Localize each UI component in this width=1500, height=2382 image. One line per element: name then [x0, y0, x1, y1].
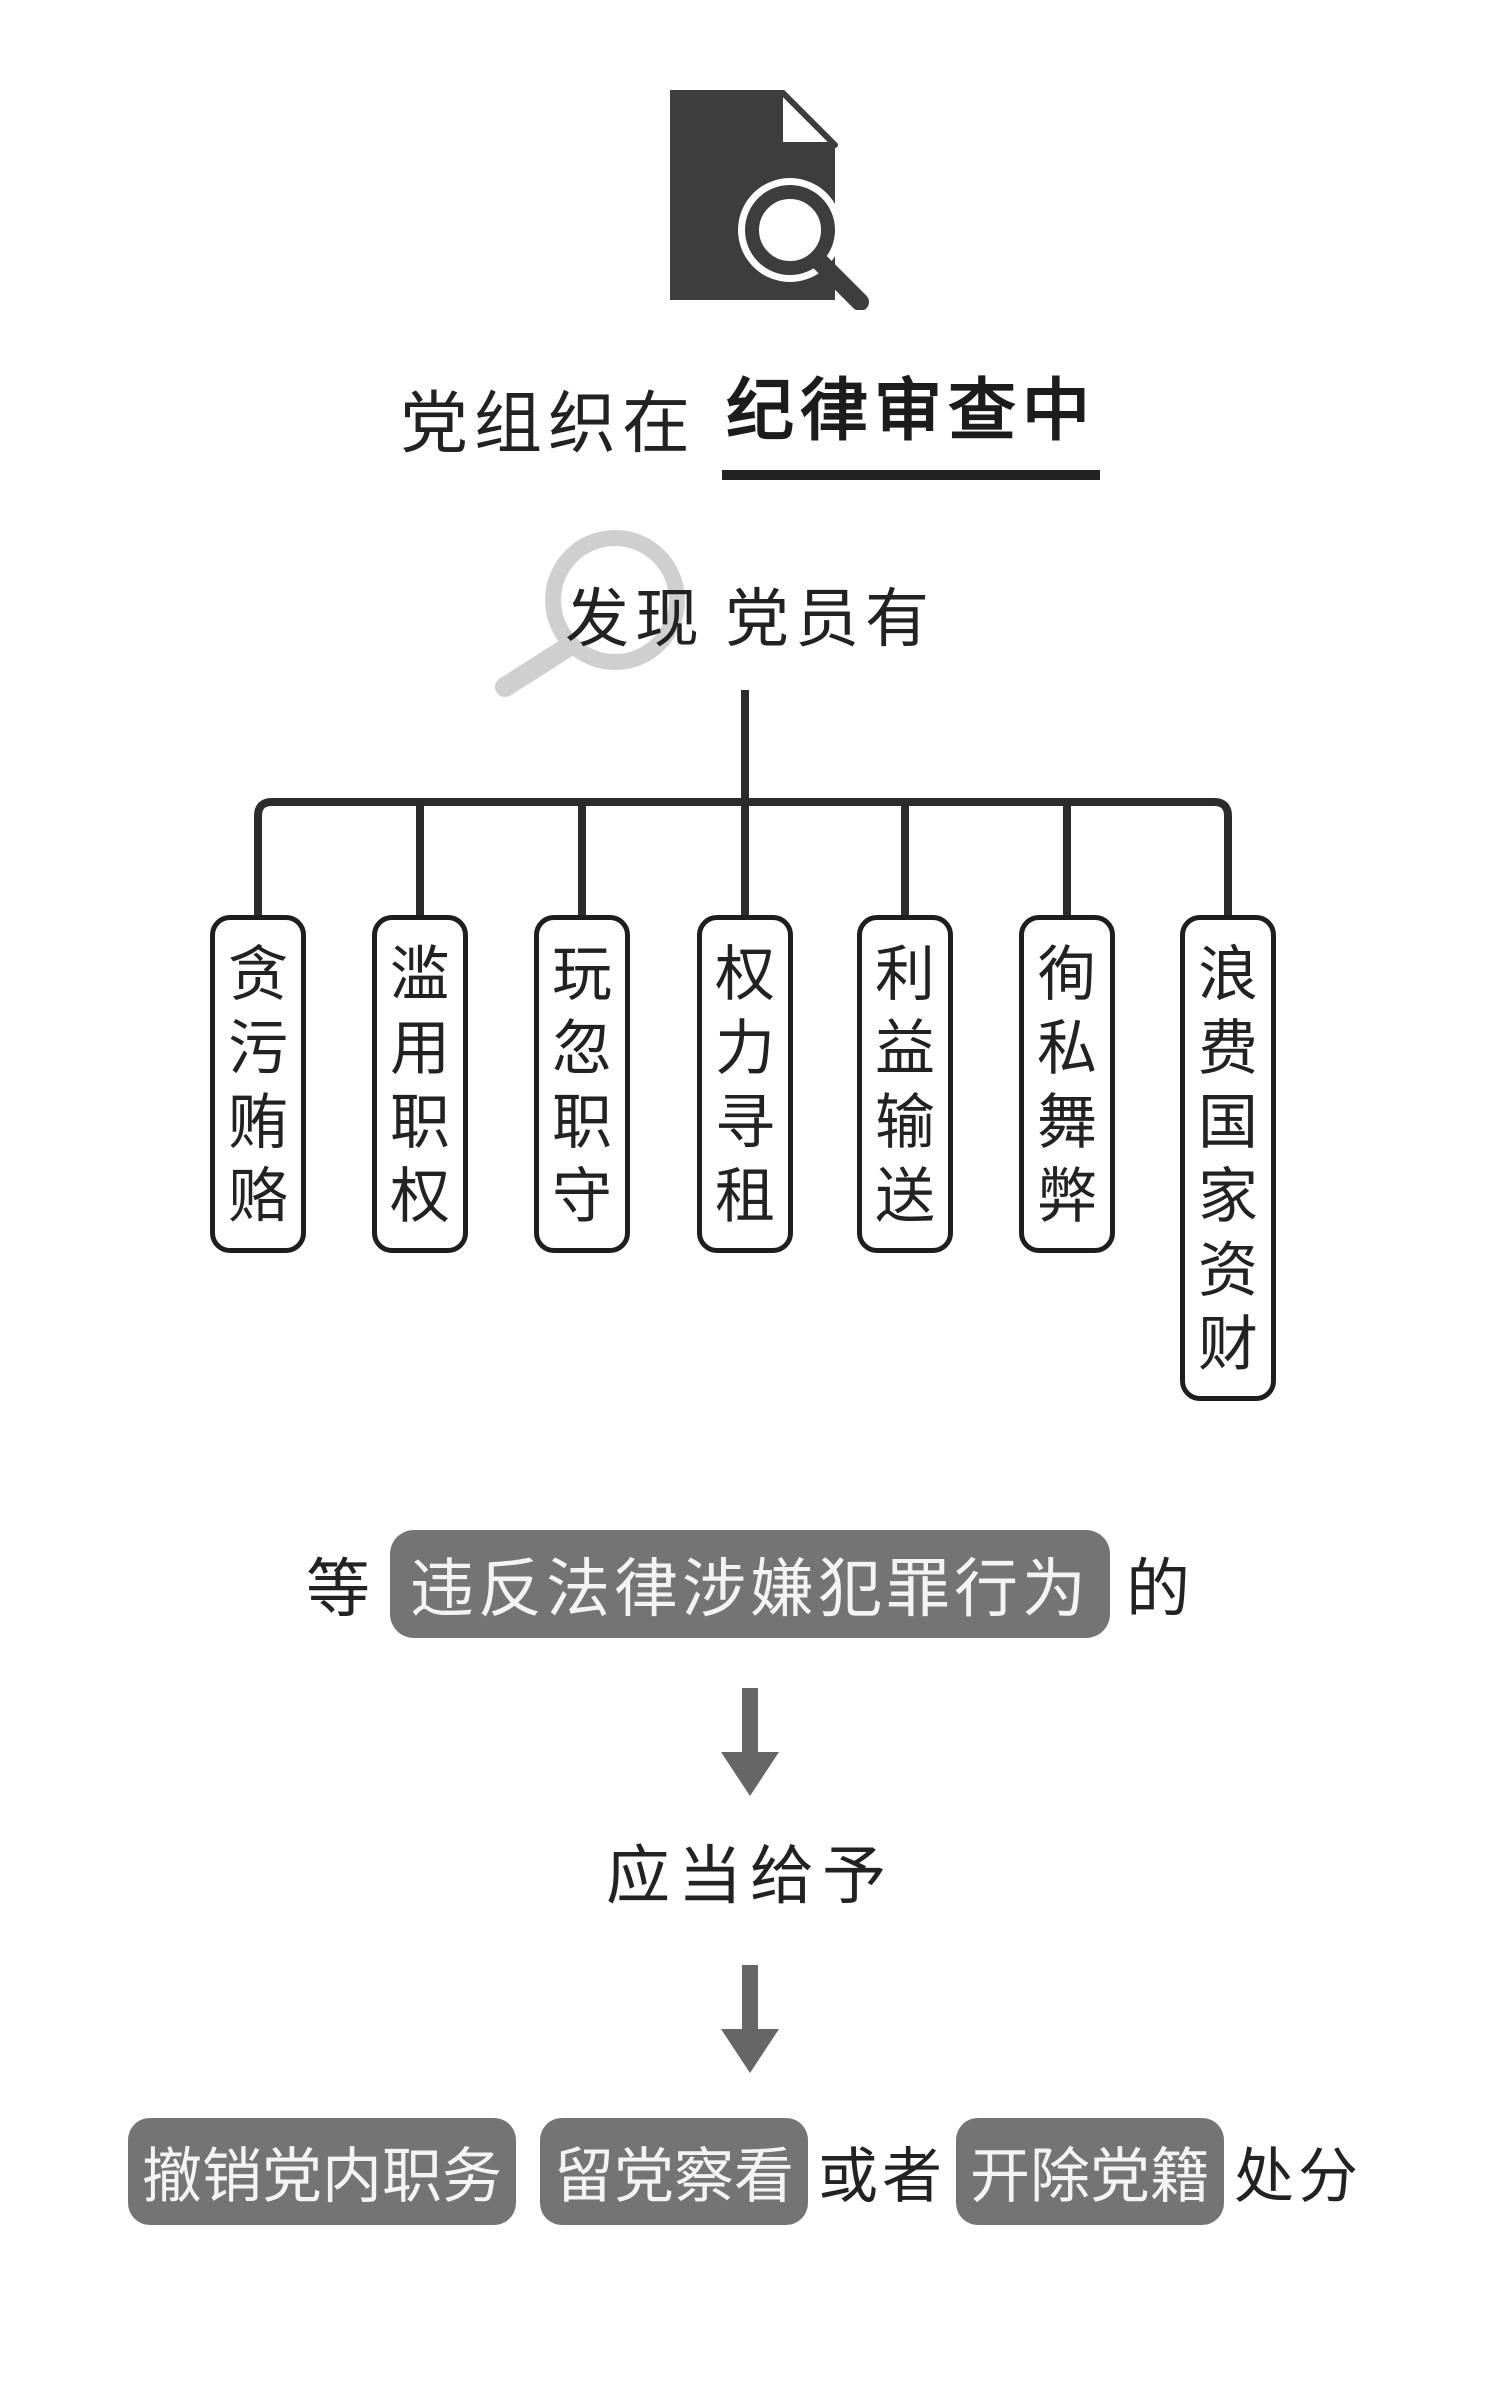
- behavior-box: 利益输送: [857, 915, 953, 1253]
- or-word: 或者: [818, 2142, 946, 2212]
- behavior-box: 贪污贿赂: [210, 915, 306, 1253]
- behavior-text: 权力寻租: [715, 940, 775, 1232]
- behavior-text: 浪费国家资财: [1198, 940, 1258, 1380]
- magnifier-icon: [495, 530, 685, 697]
- behavior-text: 徇私舞弊: [1037, 940, 1097, 1232]
- found-verb: 发现: [565, 583, 705, 657]
- title-prefix: 党组织在: [399, 385, 696, 464]
- behavior-box: 徇私舞弊: [1019, 915, 1115, 1253]
- behavior-box: 玩忽职守: [534, 915, 630, 1253]
- highlight-pill: 违反法律涉嫌犯罪行为: [390, 1530, 1110, 1638]
- diagram-title: 党组织在 纪律审查中: [0, 355, 1500, 480]
- outcome-pill: 开除党籍: [956, 2118, 1224, 2225]
- behavior-text: 滥用职权: [390, 940, 450, 1232]
- behavior-box: 滥用职权: [372, 915, 468, 1253]
- tree-connectors: [254, 690, 1232, 920]
- behavior-box: 浪费国家资财: [1180, 915, 1276, 1401]
- outcome-suffix: 处分: [1234, 2142, 1362, 2212]
- behavior-box: 权力寻租: [697, 915, 793, 1253]
- behavior-text: 利益输送: [875, 940, 935, 1232]
- sentence-suffix: 的: [1126, 1553, 1194, 1627]
- middle-text: 应当给予: [606, 1840, 894, 1914]
- outcome-row: 撤销党内职务 留党察看 或者 开除党籍 处分: [0, 2118, 1500, 2225]
- sentence-prefix: 等: [306, 1553, 374, 1627]
- title-highlight: 纪律审查中: [722, 355, 1101, 480]
- outcome-pill: 留党察看: [540, 2118, 808, 2225]
- outcome-pill: 撤销党内职务: [128, 2118, 516, 2225]
- down-arrow-icon: [721, 1965, 779, 2073]
- down-arrow-icon: [721, 1688, 779, 1796]
- behavior-text: 玩忽职守: [552, 940, 612, 1232]
- found-row: 发现 党员有: [0, 568, 1500, 660]
- condition-sentence: 等 违反法律涉嫌犯罪行为 的: [0, 1530, 1500, 1638]
- found-rest: 党员有: [725, 583, 935, 657]
- behavior-text: 贪污贿赂: [228, 940, 288, 1232]
- document-search-icon: [670, 90, 869, 310]
